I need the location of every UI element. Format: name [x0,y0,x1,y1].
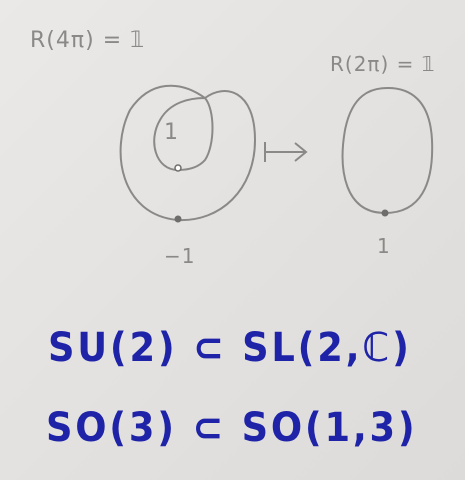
inner-loop-curve [153,96,214,172]
equation-su2-sl2c: SU(2) ⊂ SL(2,ℂ) [48,325,412,371]
double-loop-curve [119,84,257,222]
left-relation-label: R(4π) = 𝟙 [30,28,146,53]
outer-basepoint [174,215,182,223]
inner-basepoint [174,164,182,172]
equation-so3-so13: SO(3) ⊂ SO(1,3) [46,405,418,451]
maps-to-arrow [264,142,308,162]
inner-value-label: 1 [164,120,179,145]
right-basepoint-label: 1 [377,234,391,258]
right-relation-label: R(2π) = 𝟙 [330,52,436,76]
single-loop-curve [341,86,434,215]
right-basepoint [381,209,389,217]
left-basepoint-label: −1 [164,244,196,268]
